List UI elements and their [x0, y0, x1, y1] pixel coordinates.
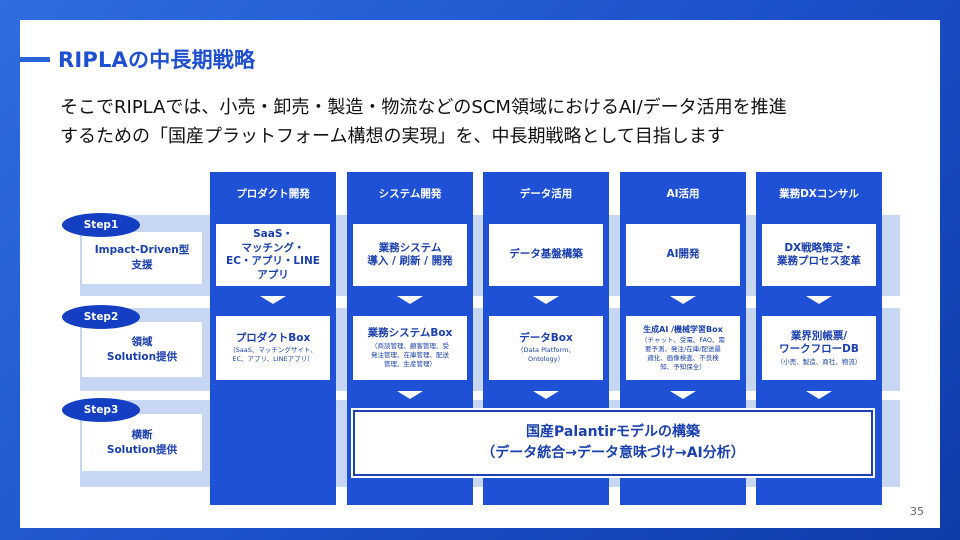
column-header: AI活用 — [666, 188, 700, 200]
step3-pill: Step3 — [62, 398, 140, 422]
step1-label-box: Impact-Driven型 支援 — [82, 232, 202, 284]
column-header: データ活用 — [519, 188, 573, 200]
cell-sub-text: （商談管理、顧客管理、受 発注管理、在庫管理、配送 管理、生産管理） — [371, 341, 449, 368]
cell-main-text: AI開発 — [666, 248, 700, 261]
step2-cell-dx: 業界別帳票/ ワークフローDB （小売、製造、商社、物流） — [762, 316, 876, 380]
down-arrow-icon — [533, 391, 559, 399]
cell-main-text: プロダクトBox — [235, 331, 311, 344]
cell-main-text: 生成AI /機械学習Box — [643, 324, 723, 334]
step1-label: Impact-Driven型 支援 — [94, 244, 190, 271]
down-arrow-icon — [670, 391, 696, 399]
step1-cell-dx: DX戦略策定・ 業務プロセス変革 — [762, 224, 876, 286]
step2-pill: Step2 — [62, 305, 140, 329]
cell-main-text: SaaS・ マッチング・ EC・アプリ・LINE アプリ — [226, 228, 320, 281]
step2-label: 領域 Solution提供 — [106, 335, 178, 363]
down-arrow-icon — [260, 296, 286, 304]
down-arrow-icon — [397, 296, 423, 304]
page-title: RIPLAの中長期戦略 — [58, 48, 256, 72]
down-arrow-icon — [397, 391, 423, 399]
step2-cell-product: プロダクトBox （SaaS、マッチングサイト、 EC、アプリ、LINEアプリ） — [216, 316, 330, 380]
column-header: 業務DXコンサル — [779, 188, 859, 200]
palantir-model-box: 国産Palantirモデルの構築 （データ統合→データ意味づけ→AI分析） — [351, 408, 875, 478]
step1-pill: Step1 — [62, 213, 140, 237]
down-arrow-icon — [806, 296, 832, 304]
cell-main-text: データBox — [519, 331, 573, 344]
column-header: システム開発 — [378, 188, 442, 200]
step2-cell-ai: 生成AI /機械学習Box （チャット、受電、FAQ、需 要予測、発注/在庫/配… — [626, 316, 740, 380]
step2-cell-data: データBox （Data Platform、 Ontology） — [489, 316, 603, 380]
cell-main-text: データ基盤構築 — [509, 248, 583, 261]
cell-sub-text: （SaaS、マッチングサイト、 EC、アプリ、LINEアプリ） — [229, 346, 317, 364]
step2-label-box: 領域 Solution提供 — [82, 322, 202, 377]
cell-main-text: 業界別帳票/ ワークフローDB — [779, 329, 859, 356]
cell-main-text: DX戦略策定・ 業務プロセス変革 — [777, 241, 861, 268]
lead-line-1: そこでRIPLAでは、小売・卸売・製造・物流などのSCM領域におけるAI/データ… — [60, 97, 787, 118]
cell-sub-text: （Data Platform、 Ontology） — [517, 346, 575, 364]
step3-label-box: 横断 Solution提供 — [82, 414, 202, 471]
lead-text: そこでRIPLAでは、小売・卸売・製造・物流などのSCM領域におけるAI/データ… — [60, 93, 920, 151]
palantir-subtitle: （データ統合→データ意味づけ→AI分析） — [481, 445, 745, 461]
step2-cell-system: 業務システムBox （商談管理、顧客管理、受 発注管理、在庫管理、配送 管理、生… — [353, 316, 467, 380]
title-accent-bar — [20, 57, 50, 62]
step1-cell-product: SaaS・ マッチング・ EC・アプリ・LINE アプリ — [216, 224, 330, 286]
cell-main-text: 業務システム 導入 / 刷新 / 開発 — [367, 241, 453, 268]
down-arrow-icon — [806, 391, 832, 399]
cell-sub-text: （チャット、受電、FAQ、需 要予測、発注/在庫/配送最 適化、画像検査、不良検… — [641, 335, 725, 371]
page-number: 35 — [910, 505, 924, 518]
step1-cell-system: 業務システム 導入 / 刷新 / 開発 — [353, 224, 467, 286]
step3-label: 横断 Solution提供 — [106, 428, 178, 456]
cell-sub-text: （小売、製造、商社、物流） — [776, 357, 862, 366]
lead-line-2: するための「国産プラットフォーム構想の実現」を、中長期戦略として目指します — [60, 126, 725, 147]
step1-cell-ai: AI開発 — [626, 224, 740, 286]
down-arrow-icon — [533, 296, 559, 304]
column-header: プロダクト開発 — [236, 188, 310, 200]
step1-cell-data: データ基盤構築 — [489, 224, 603, 286]
cell-main-text: 業務システムBox — [367, 327, 453, 340]
down-arrow-icon — [670, 296, 696, 304]
palantir-title: 国産Palantirモデルの構築 — [526, 424, 700, 440]
